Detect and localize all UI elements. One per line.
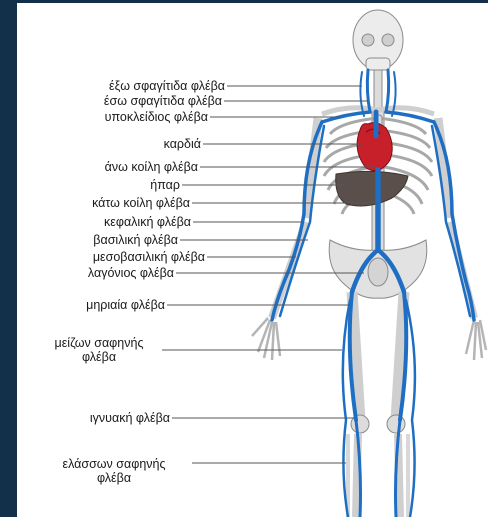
label-great-saphenous-line2: φλέβα [38, 350, 160, 364]
jaw [366, 58, 390, 70]
right-hand [466, 320, 486, 360]
label-inferior-vena-cava: κάτω κοίλη φλέβα [92, 196, 190, 210]
label-superior-vena-cava: άνω κοίλη φλέβα [105, 160, 198, 174]
label-iliac: λαγόνιος φλέβα [88, 266, 174, 280]
label-small-saphenous: ελάσσων σαφηνής φλέβα [36, 457, 192, 485]
sacrum [368, 258, 388, 286]
label-subclavian: υποκλείδιος φλέβα [105, 110, 208, 124]
right-eye-socket [382, 34, 394, 46]
label-liver: ήπαρ [150, 178, 180, 192]
right-jugular-vein [386, 70, 389, 112]
right-arm-basilic [432, 126, 470, 316]
cervical-spine [374, 70, 382, 110]
label-basilic: βασιλική φλέβα [93, 233, 178, 247]
label-popliteal: ιγνυακή φλέβα [90, 411, 170, 425]
label-great-saphenous-line1: μείζων σαφηνής [38, 336, 160, 350]
label-great-saphenous: μείζων σαφηνής φλέβα [38, 336, 160, 364]
label-small-saphenous-line2: φλέβα [36, 471, 192, 485]
label-heart: καρδιά [164, 137, 201, 151]
label-external-jugular: έξω σφαγίτιδα φλέβα [109, 79, 225, 93]
liver-shape [336, 171, 408, 206]
label-small-saphenous-line1: ελάσσων σαφηνής [36, 457, 192, 471]
left-hand [252, 318, 280, 360]
label-cephalic: κεφαλική φλέβα [104, 215, 191, 229]
left-jugular-vein [367, 70, 370, 112]
left-eye-socket [362, 34, 374, 46]
label-femoral: μηριαία φλέβα [86, 298, 165, 312]
label-internal-jugular: έσω σφαγίτιδα φλέβα [104, 94, 222, 108]
label-median-basilic: μεσοβασιλική φλέβα [93, 250, 205, 264]
